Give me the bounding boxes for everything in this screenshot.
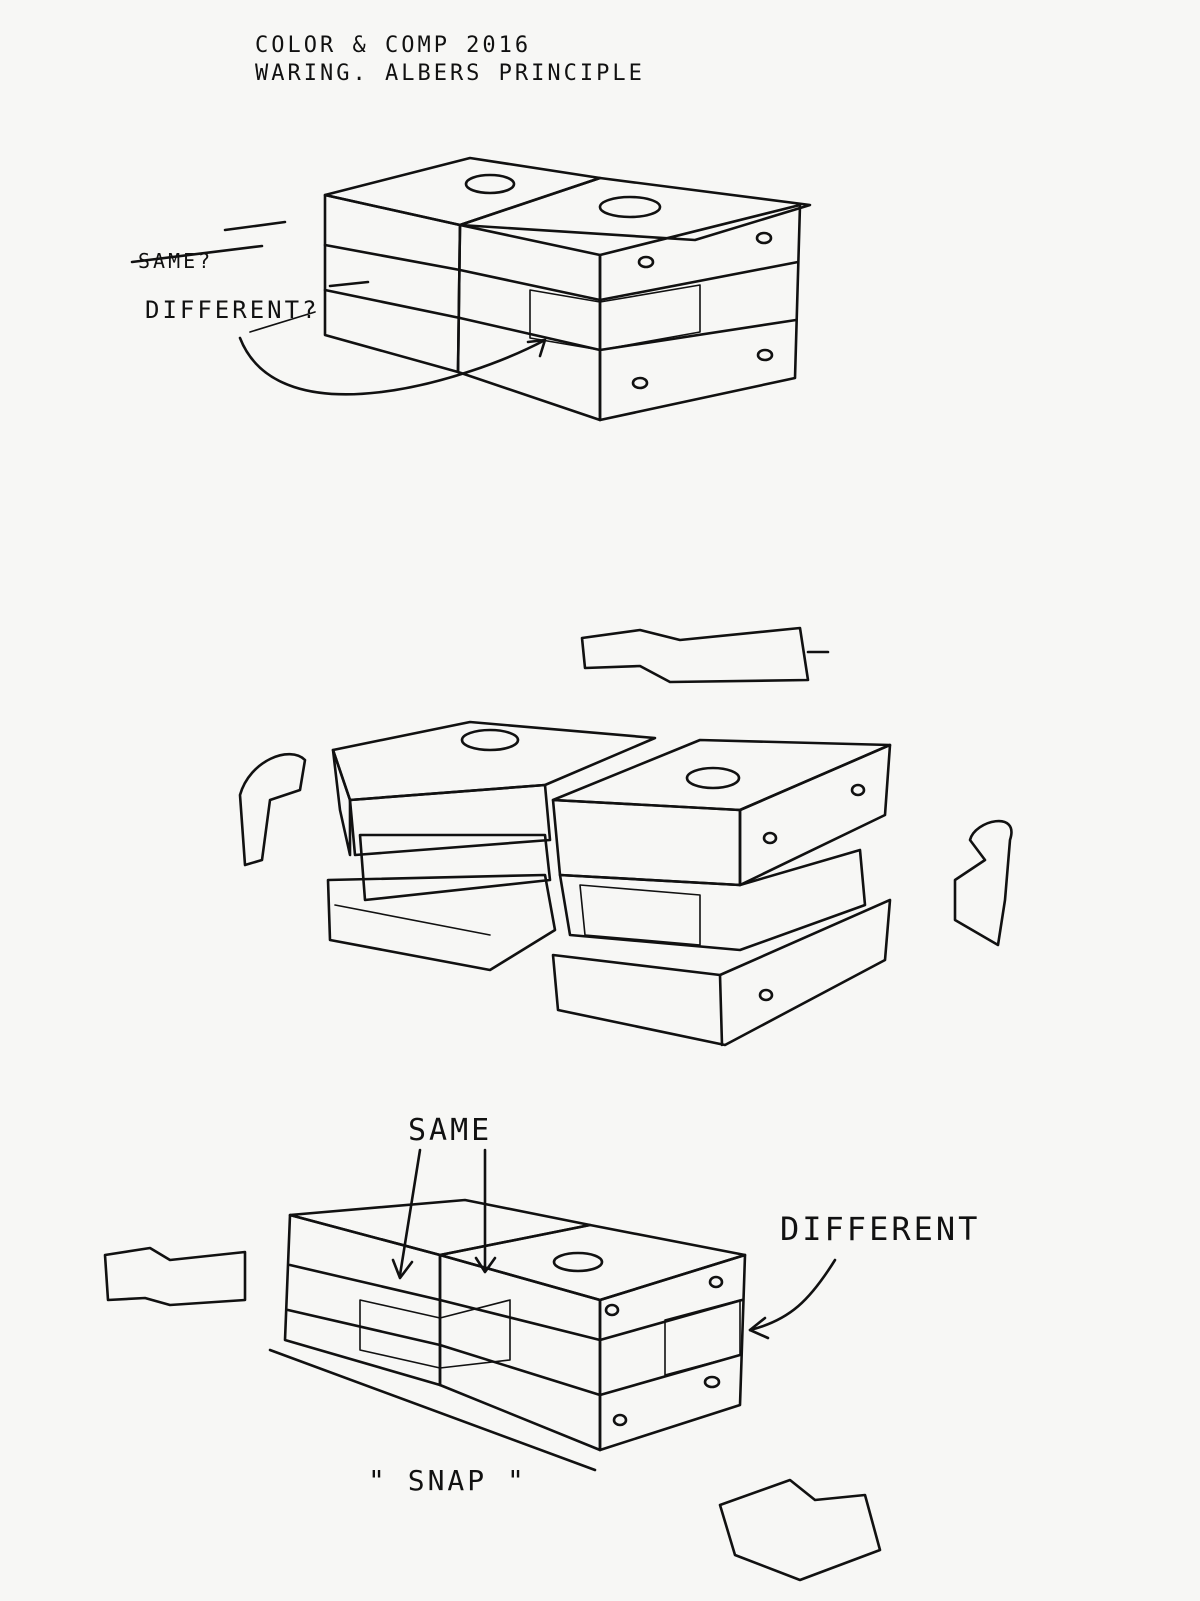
sketch-3-same-label: SAME	[408, 1113, 492, 1148]
pointer-arrow	[748, 1258, 837, 1332]
arrow-icon	[328, 280, 370, 288]
sketch-3-snap-label: " SNAP "	[368, 1464, 527, 1497]
sketch-3-different-label: DIFFERENT	[780, 1210, 980, 1248]
pointer-arrow	[398, 1148, 422, 1277]
rotate-arrow-icon	[953, 819, 1013, 947]
arrow-up-icon	[718, 1478, 882, 1582]
sketch-2-exploded-stacks	[238, 626, 1013, 1047]
pointer-arrow	[238, 336, 547, 396]
header-line-1: COLOR & COMP 2016	[255, 33, 531, 58]
sketch-1-different-label: DIFFERENT?	[145, 296, 320, 324]
sketch-3-snapped-stack	[268, 1198, 747, 1472]
rotate-arrow-icon	[238, 752, 307, 867]
strike-line	[130, 244, 264, 264]
sketch-1-box-stack	[323, 156, 812, 422]
handle-hole-icon	[598, 195, 662, 219]
arrow-right-icon	[580, 626, 810, 684]
handle-hole-icon	[464, 173, 516, 195]
arrow-right-icon	[103, 1246, 247, 1307]
header-line-2: WARING. ALBERS PRINCIPLE	[255, 61, 645, 86]
